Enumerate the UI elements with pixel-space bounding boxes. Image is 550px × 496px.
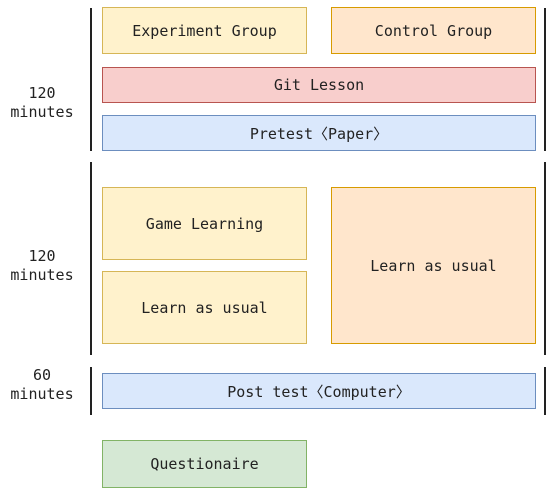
phase1-right-bracket [544,8,546,151]
phase1-duration-value: 120 [28,84,56,102]
phase1-duration: 120 minutes [0,84,84,122]
control-group-box: Control Group [331,7,536,54]
experiment-group-box: Experiment Group [102,7,307,54]
pretest-box: Pretest〈Paper〉 [102,115,536,151]
questionnaire-label: Questionaire [150,455,259,473]
control-learn-as-usual-box: Learn as usual [331,187,536,344]
experiment-group-label: Experiment Group [132,21,277,40]
phase3-duration-value: 60 [32,366,52,384]
experiment-learn-as-usual-box: Learn as usual [102,271,307,344]
phase3-duration-unit: minutes [10,385,74,403]
phase2-duration-value: 120 [28,247,56,265]
phase1-left-bracket [90,8,92,151]
phase3-duration: 60 minutes [0,366,84,404]
experiment-learn-as-usual-label: Learn as usual [141,298,268,317]
questionnaire-box: Questionaire [102,440,307,488]
phase3-left-bracket [90,367,92,415]
phase2-right-bracket [544,162,546,355]
phase2-duration-unit: minutes [10,266,74,284]
control-learn-as-usual-label: Learn as usual [370,256,497,275]
git-lesson-label: Git Lesson [273,76,365,94]
phase3-right-bracket [544,367,546,415]
git-lesson-box: Git Lesson [102,67,536,103]
phase2-duration: 120 minutes [0,247,84,285]
control-group-label: Control Group [374,21,493,40]
phase2-left-bracket [90,162,92,355]
pretest-label: Pretest〈Paper〉 [249,124,389,143]
post-test-label: Post test〈Computer〉 [227,382,411,401]
game-learning-label: Game Learning [145,214,264,233]
post-test-box: Post test〈Computer〉 [102,373,536,409]
phase1-duration-unit: minutes [10,103,74,121]
game-learning-box: Game Learning [102,187,307,260]
